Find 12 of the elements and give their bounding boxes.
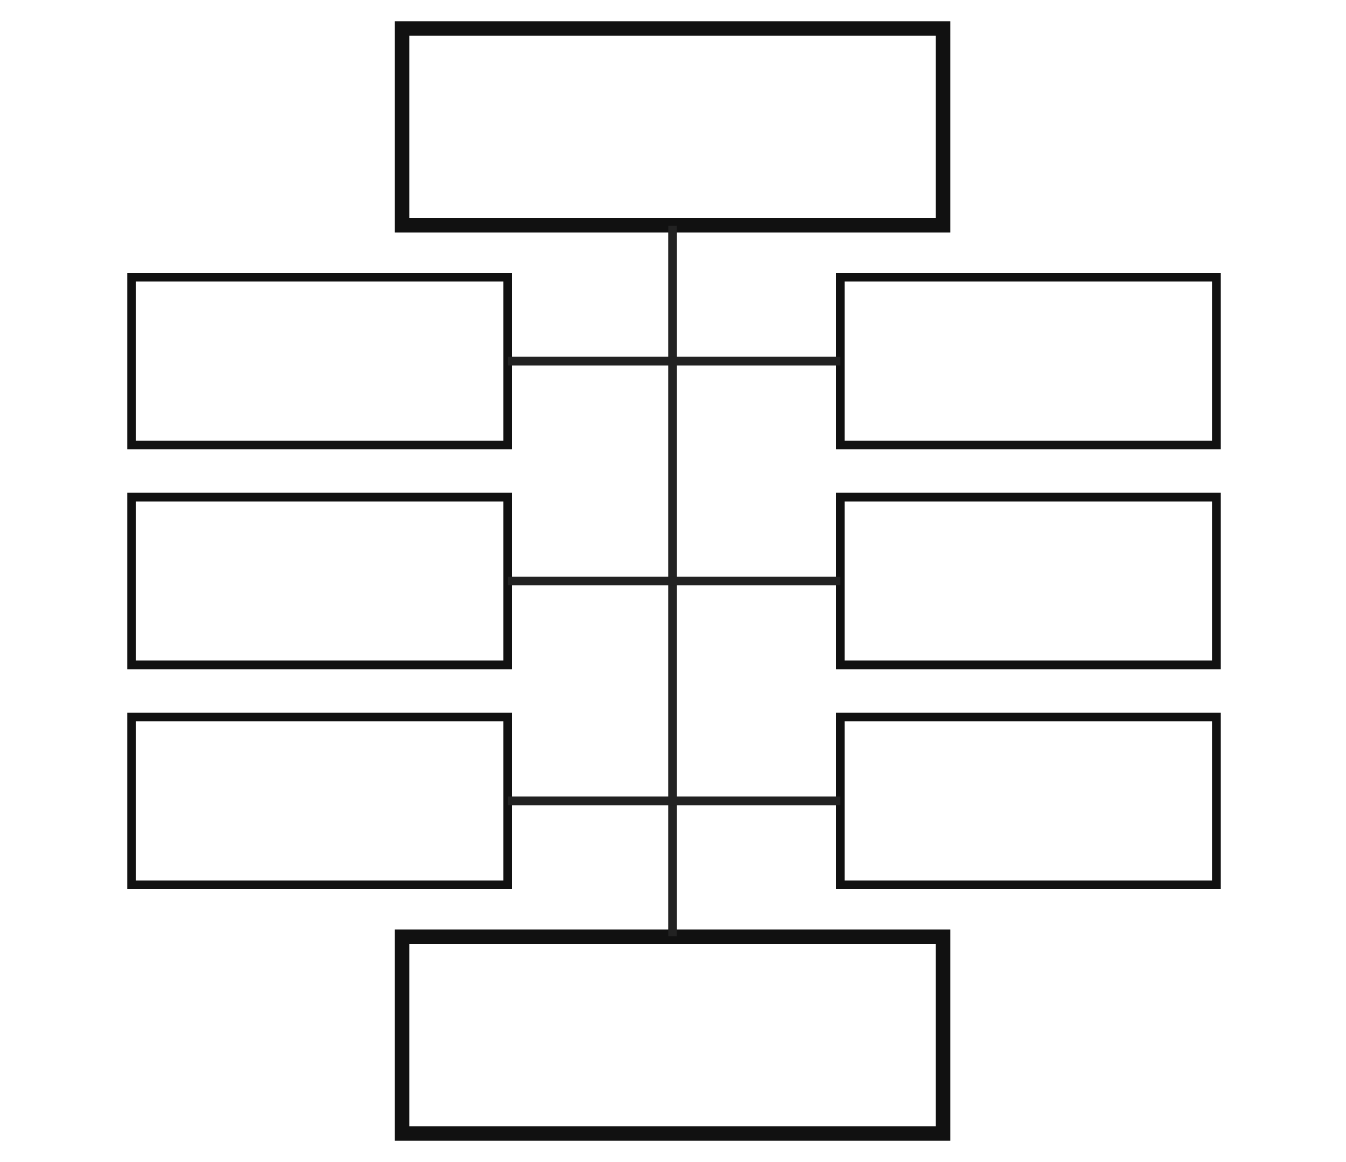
node-box bbox=[126, 492, 511, 670]
connector bbox=[506, 576, 840, 586]
node-box bbox=[393, 21, 950, 233]
node-box bbox=[835, 272, 1220, 450]
node-box bbox=[126, 272, 511, 450]
node-box bbox=[835, 712, 1220, 890]
connector bbox=[506, 796, 840, 806]
node-box bbox=[393, 929, 950, 1141]
node-box bbox=[835, 492, 1220, 670]
connector bbox=[667, 225, 676, 937]
connector bbox=[506, 356, 840, 366]
node-box bbox=[126, 712, 511, 890]
